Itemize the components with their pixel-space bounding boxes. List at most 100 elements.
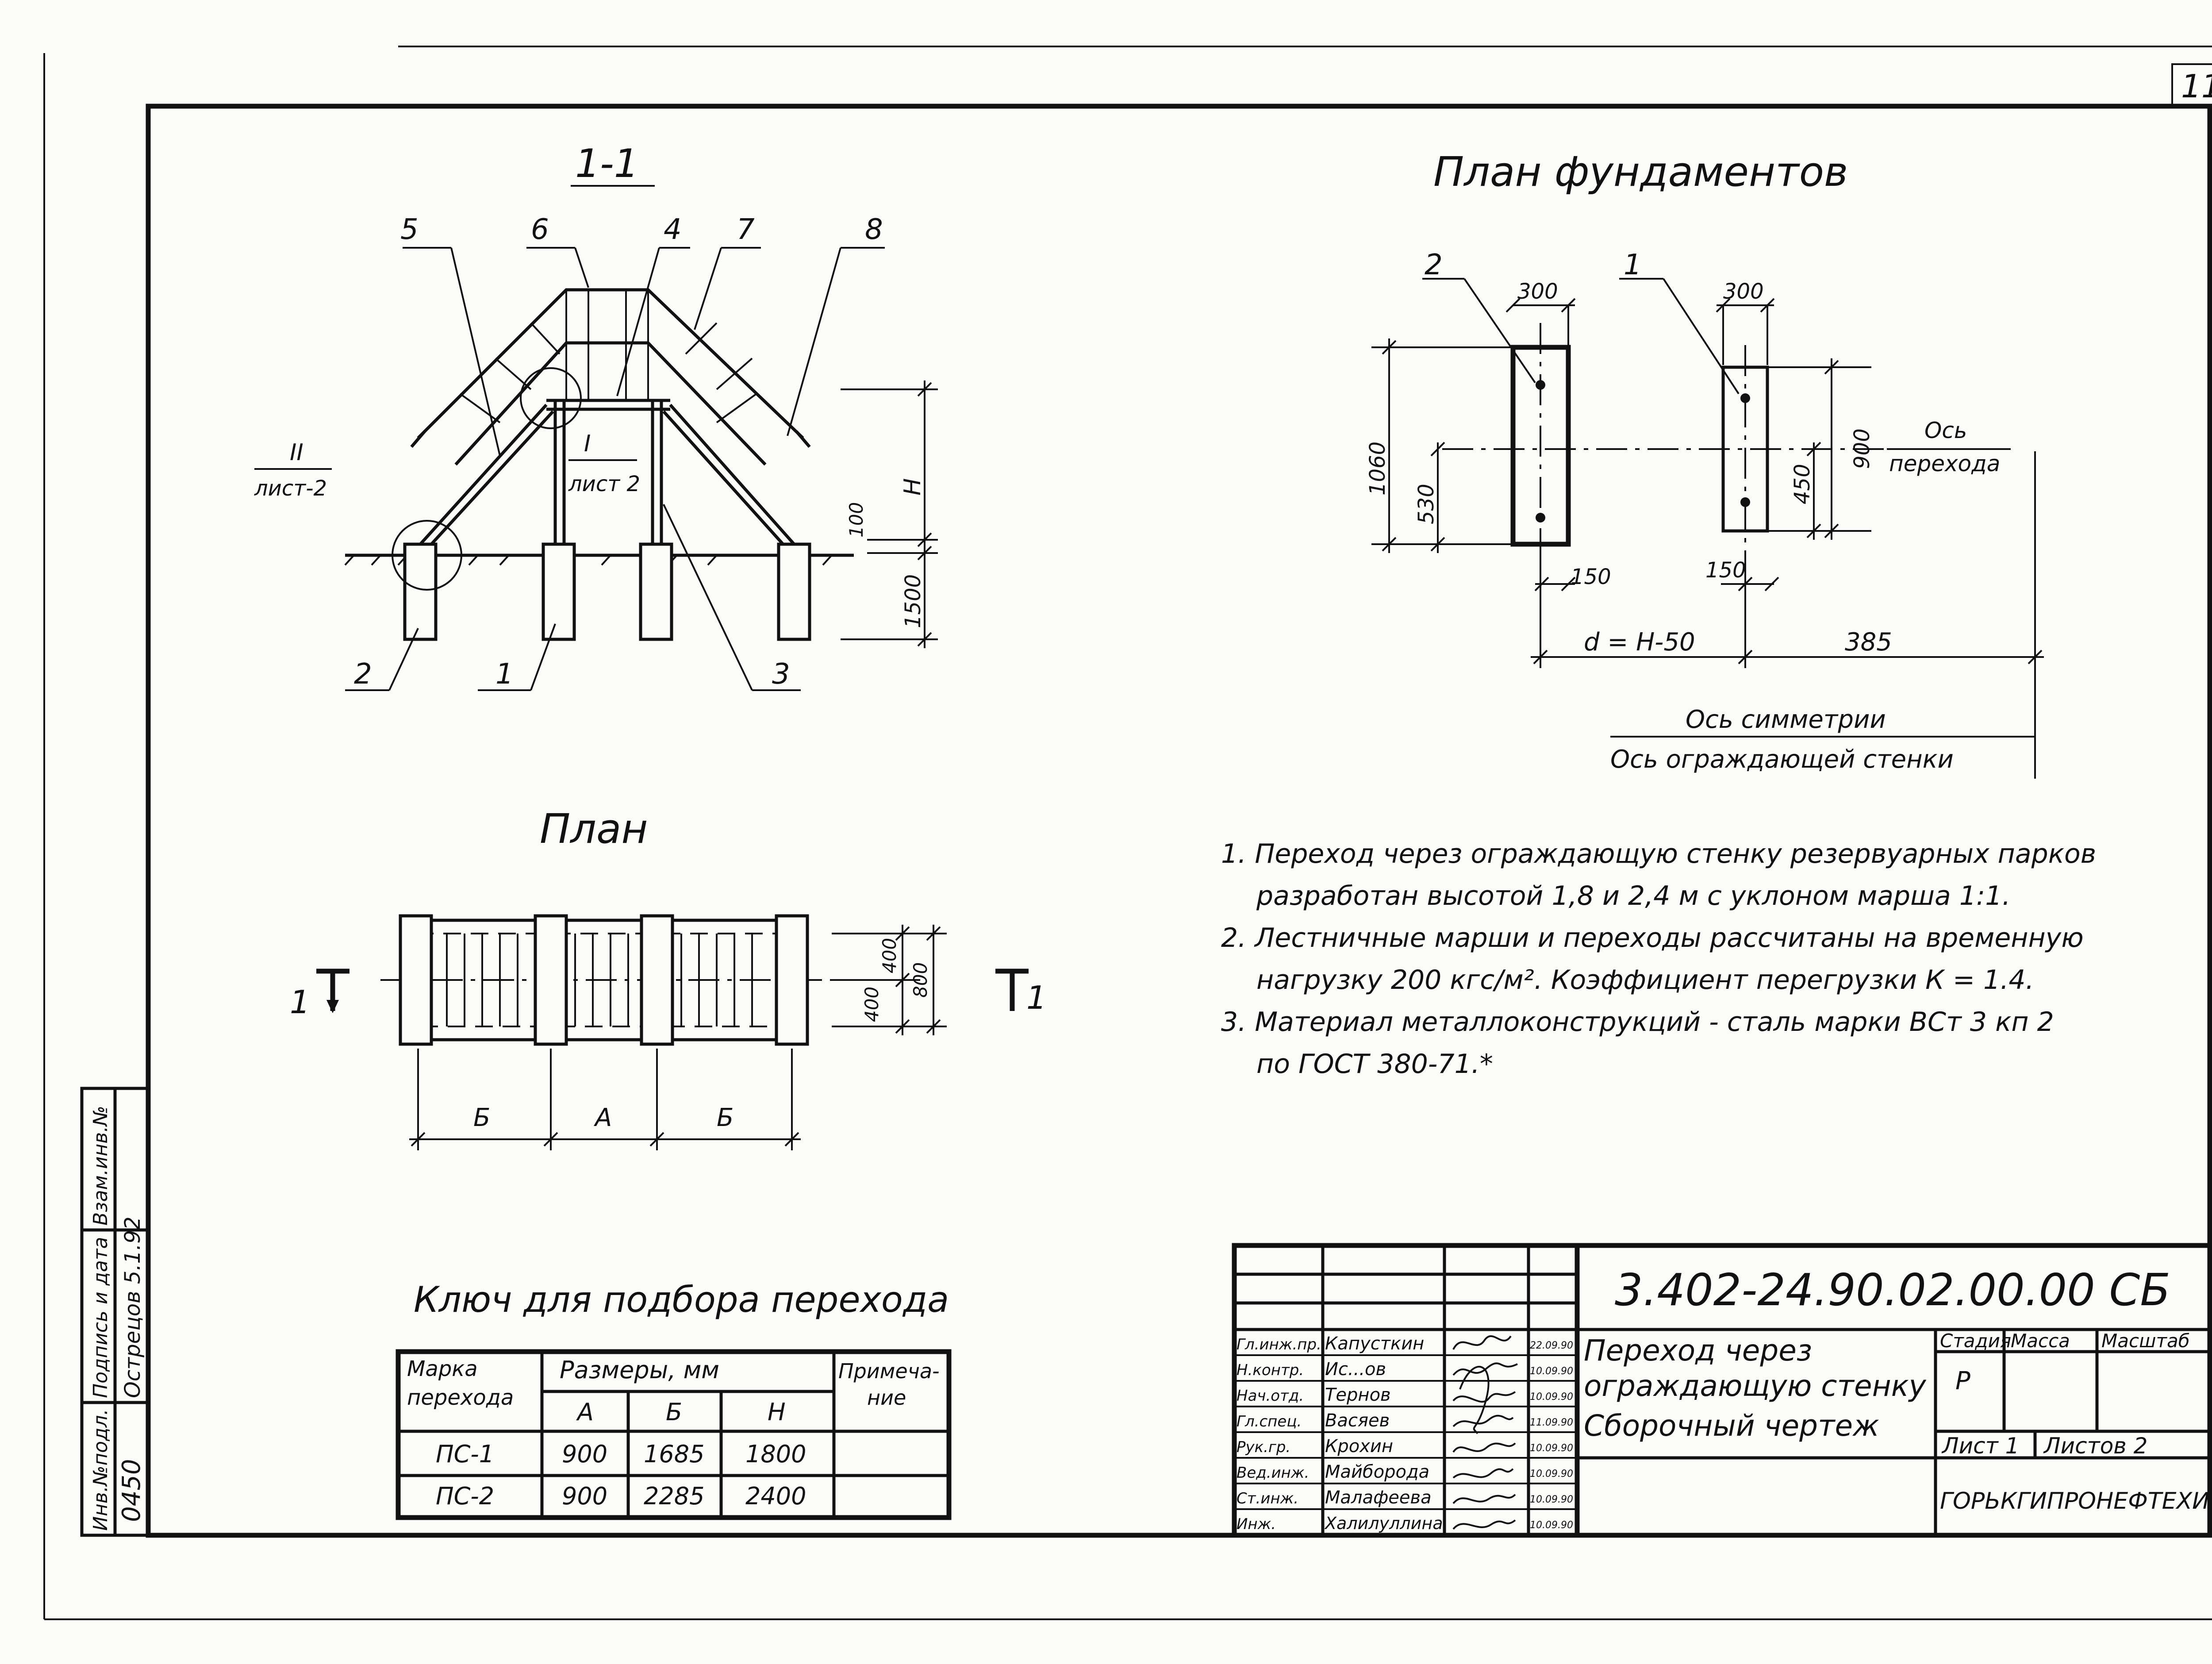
selection-table-title: Ключ для подбора перехода [414, 1279, 949, 1320]
foundation-callout-1: 1 [1624, 249, 1642, 281]
callout-7: 7 [737, 213, 755, 246]
note-line: разработан высотой 1,8 и 2,4 м с уклоном… [1256, 880, 2011, 911]
plan-section-mark-left: 1 [290, 984, 310, 1021]
sheet-label: Лист 1 [1941, 1433, 2019, 1459]
plan-title: План [540, 805, 648, 853]
note-line: нагрузку 200 кгс/м². Коэффициент перегру… [1256, 965, 2034, 995]
foundation-plan [1371, 278, 2044, 779]
person-role: Ст.инж. [1237, 1490, 1298, 1507]
foundation-plan-title: План фундаментов [1433, 148, 1848, 196]
foundation-dim-1060: 1060 [1365, 442, 1390, 496]
table-header-mark-2: перехода [407, 1385, 514, 1410]
person-name: Халилуллина [1324, 1514, 1443, 1533]
dim-1500-section: 1500 [901, 574, 926, 628]
document-name-2: ограждающую стенку [1584, 1369, 1927, 1403]
node-i-sheet: лист 2 [568, 472, 640, 496]
plan-dim-400-top: 400 [879, 938, 900, 973]
axis-symmetry-label: Ось симметрии [1686, 705, 1886, 734]
person-name: Майборода [1325, 1462, 1429, 1482]
organization-name: ГОРЬКГИПРОНЕФТЕХИМ [1940, 1488, 2212, 1514]
table-row-1-b: 1685 [644, 1440, 704, 1468]
person-name: Тернов [1325, 1385, 1391, 1405]
side-stamp [80, 1087, 150, 1537]
table-header-sizes: Размеры, мм [560, 1356, 719, 1384]
node-i-label: I [584, 430, 591, 457]
person-date: 10.09.90 [1530, 1366, 1573, 1377]
table-row-2-b: 2285 [644, 1482, 704, 1510]
callout-4: 4 [664, 213, 682, 246]
plan-dim-400-bottom: 400 [861, 987, 883, 1022]
person-date: 10.09.90 [1530, 1443, 1573, 1454]
callout-5: 5 [400, 213, 419, 246]
axis-passage-label-1: Ось [1924, 418, 1967, 443]
callout-6: 6 [531, 213, 549, 246]
person-name: Капусткин [1325, 1334, 1424, 1354]
table-col-h: Н [768, 1398, 786, 1426]
stamp-inv-value: 0450 [117, 1459, 146, 1522]
axis-passage-label-2: перехода [1889, 451, 2000, 477]
stamp-sign-label: Подпись и дата [89, 1237, 112, 1398]
stage-label: Стадия [1940, 1330, 2011, 1352]
table-header-note-2: ние [867, 1386, 906, 1410]
person-name: Васяев [1325, 1410, 1390, 1431]
foundation-dim-530: 530 [1414, 484, 1439, 524]
person-role: Н.контр. [1237, 1361, 1304, 1379]
foundation-callout-2: 2 [1425, 249, 1443, 281]
person-date: 10.09.90 [1530, 1468, 1573, 1480]
table-header-mark-1: Марка [407, 1357, 478, 1381]
page-number: 11 [2181, 68, 2212, 105]
title-block [1232, 1243, 2212, 1538]
node-ii-sheet: лист-2 [254, 476, 327, 501]
callout-8: 8 [865, 213, 883, 246]
person-role: Рук.гр. [1237, 1438, 1290, 1456]
plan-dim-b-left: Б [473, 1103, 490, 1132]
note-line: 1. Переход через ограждающую стенку резе… [1221, 838, 2096, 869]
foundation-dim-d: d = H-50 [1584, 628, 1695, 657]
table-header-note-1: Примеча- [838, 1359, 940, 1383]
document-code: 3.402-24.90.02.00.00 СБ [1615, 1264, 2170, 1316]
stamp-inv-label: Инв.№подл. [89, 1409, 112, 1531]
table-col-b: Б [666, 1398, 682, 1426]
document-name-1: Переход через [1584, 1334, 1812, 1368]
stamp-replace-label: Взам.инв.№ [89, 1106, 112, 1226]
notes-block: 1. Переход через ограждающую стенку резе… [1221, 838, 2096, 1080]
person-role: Вед.инж. [1237, 1464, 1309, 1482]
person-name: Крохин [1325, 1436, 1393, 1456]
plan-dim-b-right: Б [717, 1103, 733, 1132]
person-name: Ис...ов [1325, 1359, 1386, 1380]
plan-section-mark-right: 1 [1026, 979, 1047, 1016]
person-date: 10.09.90 [1530, 1520, 1573, 1531]
note-line: по ГОСТ 380-71.* [1256, 1049, 1493, 1080]
person-date: 10.09.90 [1530, 1494, 1573, 1505]
table-row-1-a: 900 [562, 1440, 607, 1468]
person-role: Инж. [1237, 1515, 1276, 1533]
table-row-2-mark: ПС-2 [436, 1482, 494, 1510]
node-ii-label: II [290, 439, 303, 466]
person-role: Нач.отд. [1237, 1387, 1304, 1405]
foundation-dim-900: 900 [1850, 428, 1874, 469]
dim-h-section: H [899, 478, 926, 496]
foundation-dim-385: 385 [1845, 628, 1892, 657]
person-date: 11.09.90 [1530, 1417, 1573, 1428]
plan-dim-a: А [594, 1103, 612, 1132]
foundation-dim-150-right: 150 [1705, 558, 1746, 583]
document-name-3: Сборочный чертеж [1584, 1409, 1879, 1443]
selection-table [396, 1349, 952, 1520]
foundation-dim-300-right: 300 [1723, 279, 1764, 304]
person-date: 22.09.90 [1530, 1340, 1573, 1351]
person-role: Гл.спец. [1237, 1413, 1302, 1430]
mass-label: Масса [2011, 1330, 2070, 1352]
callout-1-section: 1 [495, 658, 514, 691]
table-col-a: А [576, 1398, 594, 1426]
table-row-2-h: 2400 [745, 1482, 806, 1510]
person-name: Малафеева [1325, 1487, 1432, 1508]
callout-3: 3 [772, 658, 790, 691]
foundation-dim-300-left: 300 [1517, 279, 1558, 304]
note-line: 2. Лестничные марши и переходы рассчитан… [1221, 922, 2084, 953]
foundation-dim-450: 450 [1790, 464, 1815, 504]
table-row-1-mark: ПС-1 [436, 1440, 494, 1468]
section-1-1-title: 1-1 [575, 141, 639, 186]
scale-label: Масштаб [2101, 1330, 2190, 1352]
plan-dim-800: 800 [910, 962, 931, 998]
